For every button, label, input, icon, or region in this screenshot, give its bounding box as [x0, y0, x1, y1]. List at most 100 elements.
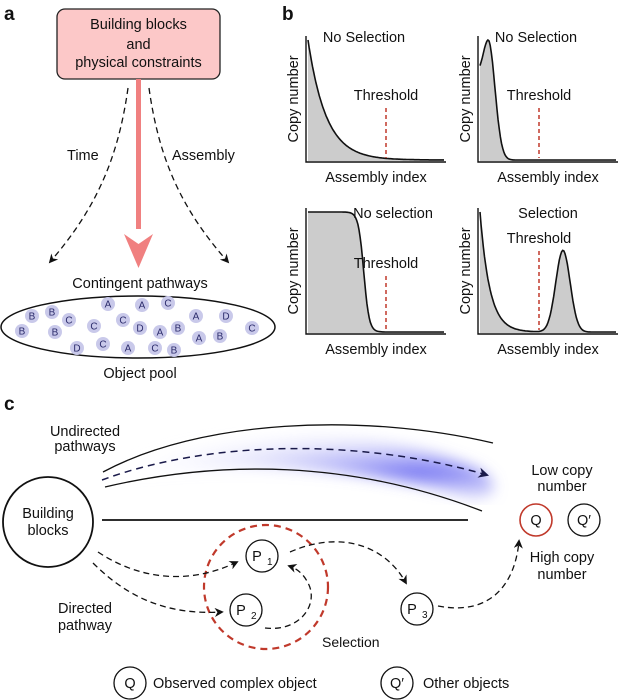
pool-object-ball	[171, 321, 185, 335]
pool-object: A	[135, 298, 149, 312]
undirected-label-line-1: Undirected	[50, 424, 120, 440]
pool-object-letter: B	[29, 312, 36, 323]
pool-object-ball	[101, 297, 115, 311]
pool-object-letter: D	[222, 312, 229, 323]
building-blocks-line-2: blocks	[27, 523, 68, 539]
directed-arrow-to-p2	[92, 562, 224, 617]
time-label: Time	[67, 148, 99, 164]
source-box-line-1: Building blocks	[90, 17, 187, 33]
distribution-curve	[479, 211, 616, 333]
threshold-label: Threshold	[507, 88, 571, 104]
pool-object: D	[70, 341, 84, 355]
directed-label-line-1: Directed	[58, 601, 112, 617]
object-pool-label: Object pool	[103, 366, 176, 382]
main-arrow-shaft	[136, 79, 141, 229]
pool-object-ball	[121, 341, 135, 355]
y-axis-label: Copy number	[458, 227, 474, 314]
directed-label-line-2: pathway	[58, 618, 113, 634]
pool-object-letter: B	[49, 308, 56, 319]
pool-object: A	[121, 341, 135, 355]
p3-to-q-arrow	[437, 539, 523, 609]
selection-label: Selection	[322, 634, 380, 650]
node-p3: P 3	[400, 592, 434, 626]
pool-object-letter: D	[136, 324, 143, 335]
threshold-label: Threshold	[354, 256, 418, 272]
node-p3-label: P	[407, 602, 417, 618]
threshold-label: Threshold	[507, 231, 571, 247]
building-blocks-node	[2, 476, 94, 568]
pool-object: A	[189, 309, 203, 323]
pool-object-ball	[133, 321, 147, 335]
panel-b-label: b	[282, 4, 294, 25]
pool-object-letter: C	[90, 322, 97, 333]
pool-object-letter: C	[119, 316, 126, 327]
node-p1-label: P	[252, 549, 262, 565]
pool-object-letter: C	[248, 324, 255, 335]
panel-a-label: a	[4, 4, 15, 25]
legend-q-prime-symbol-text: Q′	[390, 676, 404, 692]
pool-object: A	[153, 325, 167, 339]
time-arrow	[48, 87, 129, 264]
x-axis-label: Assembly index	[497, 342, 599, 358]
pool-object: B	[167, 343, 181, 357]
pool-object-letter: A	[193, 312, 200, 323]
panel-c: c Undirected pathways Building blocks Se…	[2, 394, 601, 700]
directed-arrow-to-p1	[97, 551, 239, 578]
pool-object: A	[192, 331, 206, 345]
node-q-prime: Q′	[567, 503, 601, 537]
node-q: Q	[519, 503, 553, 537]
pool-object-letter: B	[19, 327, 26, 338]
pool-object-letter: C	[164, 299, 171, 310]
pool-object: D	[133, 321, 147, 335]
distribution-area	[480, 40, 616, 161]
source-box-line-2: and	[126, 37, 150, 53]
pool-object-letter: A	[105, 300, 112, 311]
legend-q-prime-text: Other objects	[423, 676, 509, 692]
low-copy-line-1: Low copy	[531, 463, 593, 479]
pool-object-ball	[62, 313, 76, 327]
undirected-label-line-2: pathways	[54, 439, 115, 455]
pool-object-ball	[87, 319, 101, 333]
p1-to-p3-arrow	[289, 541, 407, 585]
pool-object-letter: B	[175, 324, 182, 335]
pool-object-letter: A	[125, 344, 132, 355]
pool-object-ball	[213, 329, 227, 343]
undirected-tube-bottom	[104, 468, 483, 512]
node-p1: P 1	[245, 539, 279, 573]
distribution-curve	[308, 211, 444, 333]
node-q-label: Q	[530, 513, 541, 529]
chart-title: Selection	[518, 206, 578, 222]
object-pool-ellipse	[0, 295, 276, 359]
pool-object-ball	[70, 341, 84, 355]
pool-object: C	[245, 321, 259, 335]
legend-q-symbol-text: Q	[124, 676, 135, 692]
pool-object-ball	[135, 298, 149, 312]
assembly-arrow	[148, 87, 230, 264]
pool-object: C	[87, 319, 101, 333]
threshold-label: Threshold	[354, 88, 418, 104]
contingent-pathways-label: Contingent pathways	[72, 276, 207, 292]
pool-object-letter: A	[196, 334, 203, 345]
legend-q-prime-symbol	[380, 666, 414, 700]
pool-object-letter: B	[171, 346, 178, 357]
pool-object: A	[101, 297, 115, 311]
chart-axes	[477, 36, 618, 163]
pool-object-ball	[25, 309, 39, 323]
high-copy-line-1: High copy	[530, 550, 595, 566]
selection-boundary	[202, 523, 330, 651]
pool-object: C	[96, 337, 110, 351]
chart-axes	[305, 36, 446, 163]
panel-a: a Building blocks and physical constrain…	[0, 4, 276, 382]
distribution-area	[308, 40, 444, 161]
pool-object-ball	[96, 337, 110, 351]
pool-object-ball	[167, 343, 181, 357]
pool-object-ball	[189, 309, 203, 323]
pool-object-letter: A	[139, 301, 146, 312]
pool-object-letter: B	[217, 332, 224, 343]
main-arrow-head	[124, 234, 153, 268]
assembly-label: Assembly	[172, 148, 236, 164]
pool-object-letter: D	[73, 344, 80, 355]
